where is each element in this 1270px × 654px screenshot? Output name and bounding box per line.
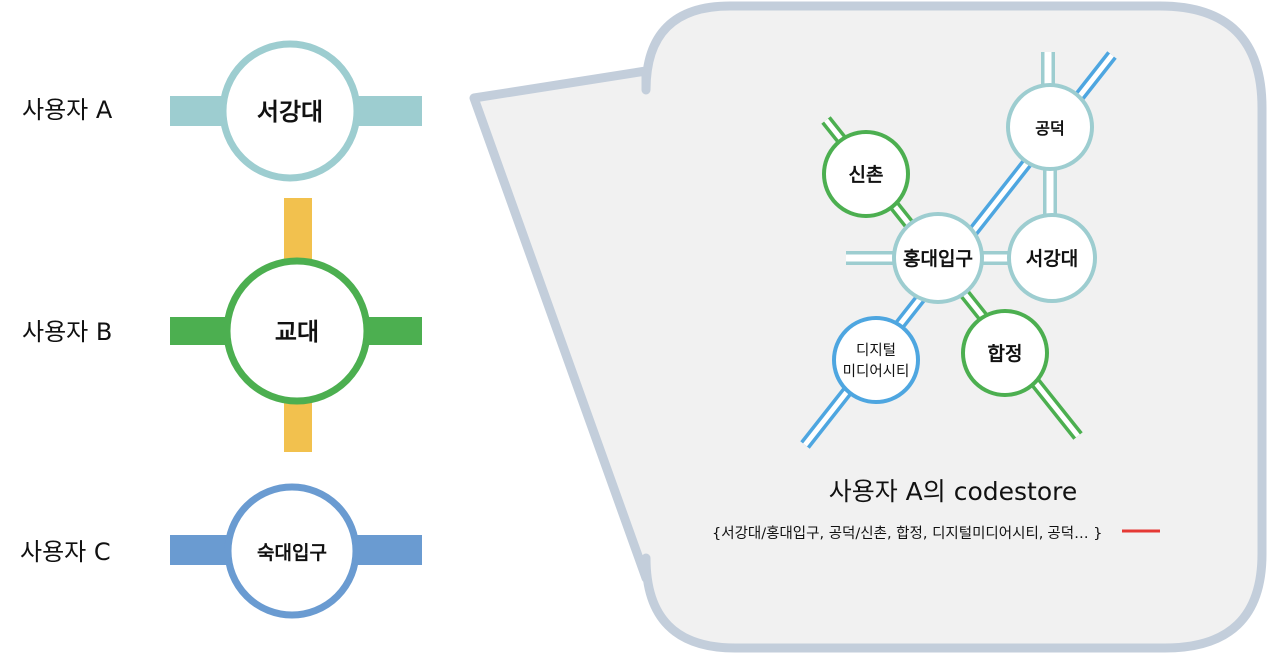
map-station-dmc <box>832 316 920 404</box>
map-label-sogang: 서강대 <box>1026 248 1078 270</box>
codestore-list-struck: 공덕 <box>1047 525 1074 542</box>
map-label-sinchon: 신촌 <box>849 164 884 186</box>
map-stations: 공덕 신촌 서강대 홍대입구 디지털 미디어시티 합정 <box>822 83 1097 404</box>
codestore-list-open: {서강대/홍대입구, 공덕/신촌, 합정, 디지털미디어시티, <box>712 525 1043 542</box>
station-label-sogang: 서강대 <box>257 98 323 126</box>
codestore-list-close: … } <box>1074 526 1102 542</box>
map-label-dmc-1: 디지털 <box>856 342 896 359</box>
user-a-row: 서강대 사용자 A <box>22 40 422 182</box>
map-station-sinchon <box>822 130 910 218</box>
map-label-dmc-2: 미디어시티 <box>843 363 910 380</box>
codestore-list: {서강대/홍대입구, 공덕/신촌, 합정, 디지털미디어시티,공덕… } <box>712 525 1102 542</box>
map-station-gongdeok <box>1006 83 1094 171</box>
station-circle-sogang <box>219 40 361 182</box>
station-circle-gyodae <box>223 257 371 405</box>
map-label-gongdeok: 공덕 <box>1035 119 1064 138</box>
station-label-sookmyung: 숙대입구 <box>257 542 327 564</box>
station-label-gyodae: 교대 <box>275 318 319 346</box>
station-circle-sookmyung <box>224 483 360 619</box>
user-b-row: 교대 사용자 B <box>22 198 422 452</box>
codestore-title: 사용자 A의 codestore <box>829 477 1078 506</box>
user-c-row: 숙대입구 사용자 C <box>20 483 422 619</box>
map-station-sogang <box>1007 213 1097 303</box>
map-label-hongik: 홍대입구 <box>903 247 973 270</box>
map-station-hapjeong <box>961 309 1049 397</box>
user-b-label: 사용자 B <box>22 318 112 346</box>
user-c-label: 사용자 C <box>20 538 111 566</box>
map-label-hapjeong: 합정 <box>988 343 1023 365</box>
user-a-label: 사용자 A <box>22 96 113 124</box>
map-station-hongik <box>892 212 984 304</box>
